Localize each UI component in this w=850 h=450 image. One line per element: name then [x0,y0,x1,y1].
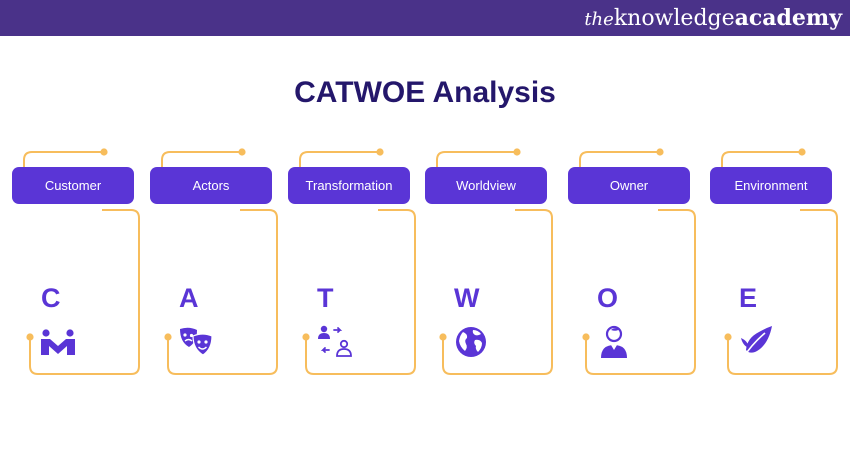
column-actors: Actors A [150,0,290,450]
letter-o: O [597,283,619,313]
column-environment: Environment E [710,0,850,450]
environment-label-pill: Environment [710,167,832,204]
actors-label-pill: Actors [150,167,272,204]
column-transformation: Transformation T [288,0,428,450]
letter-c: C [41,283,61,313]
worldview-label-pill: Worldview [425,167,547,204]
transformation-label-pill: Transformation [288,167,410,204]
letter-a: A [179,283,199,313]
letter-w: W [454,283,480,313]
handshake-icon [40,324,76,360]
column-owner: Owner O [568,0,708,450]
brand-suffix: academy [734,5,842,31]
column-customer: Customer C [12,0,152,450]
page-title: CATWOE Analysis [294,76,556,109]
brand-middle: knowledge [613,6,735,31]
letter-e: E [739,283,758,313]
leaf-icon [738,324,774,360]
theater-masks-icon [178,324,214,360]
user-icon [596,324,632,360]
brand-prefix: the [584,9,614,30]
owner-label-pill: Owner [568,167,690,204]
brand-logo: theknowledgeacademy [584,4,842,32]
person-exchange-icon [316,324,352,360]
customer-label-pill: Customer [12,167,134,204]
globe-icon [453,324,489,360]
letter-t: T [317,283,334,313]
header-bar: theknowledgeacademy [0,0,850,36]
column-worldview: Worldview W [425,0,565,450]
